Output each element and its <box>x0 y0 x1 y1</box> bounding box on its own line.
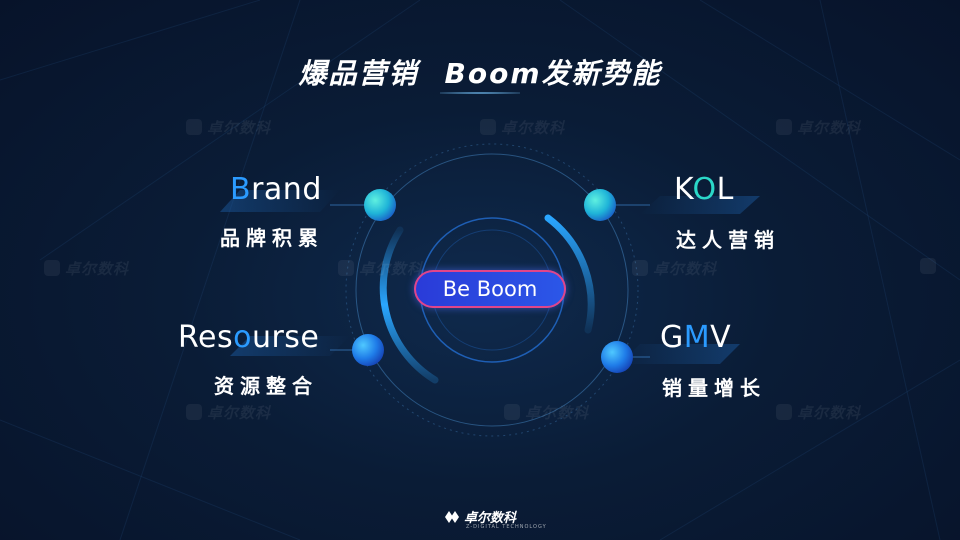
title-part1: 爆品营销 <box>298 57 419 90</box>
watermark: 卓尔数科 <box>338 258 423 279</box>
watermark: 卓尔数科 <box>632 258 717 279</box>
label-kol: KOL <box>674 172 734 207</box>
footer-logo: 卓尔数科 Z-DIGITAL TECHNOLOGY <box>444 507 547 530</box>
logo-icon <box>776 119 792 135</box>
label-kol-cn: 达人营销 <box>676 228 780 252</box>
logo-icon <box>480 119 496 135</box>
node-dot-resourse <box>352 334 384 366</box>
label-resourse: Resourse <box>178 320 320 355</box>
page-title: 爆品营销 Boom发新势能 <box>0 52 960 92</box>
logo-icon <box>186 404 202 420</box>
logo-icon <box>504 404 520 420</box>
arc-left <box>379 226 439 384</box>
label-brand-cn: 品牌积累 <box>220 226 324 250</box>
watermark: 卓尔数科 <box>186 402 271 423</box>
dashed-ring <box>345 143 639 437</box>
logo-icon <box>44 260 60 276</box>
watermark <box>920 258 941 276</box>
title-underline <box>440 92 520 94</box>
node-dot-gmv <box>601 341 633 373</box>
watermark: 卓尔数科 <box>186 117 271 138</box>
node-dot-brand <box>364 189 396 221</box>
logo-icon <box>186 119 202 135</box>
label-brand: Brand <box>230 172 322 207</box>
title-part2: Boom发新势能 <box>444 57 662 90</box>
node-dot-kol <box>584 189 616 221</box>
watermark: 卓尔数科 <box>480 117 565 138</box>
logo-icon <box>445 511 459 523</box>
logo-icon <box>776 404 792 420</box>
label-gmv-cn: 销量增长 <box>662 376 766 400</box>
watermark: 卓尔数科 <box>44 258 129 279</box>
label-gmv: GMV <box>660 320 732 355</box>
watermark: 卓尔数科 <box>504 402 589 423</box>
outer-ring <box>355 153 629 427</box>
logo-icon <box>632 260 648 276</box>
watermark: 卓尔数科 <box>776 402 861 423</box>
logo-icon <box>338 260 354 276</box>
watermark: 卓尔数科 <box>776 117 861 138</box>
arc-right <box>544 214 595 334</box>
label-resourse-cn: 资源整合 <box>214 374 318 398</box>
be-boom-badge: Be Boom <box>414 270 566 308</box>
logo-icon <box>920 258 936 274</box>
